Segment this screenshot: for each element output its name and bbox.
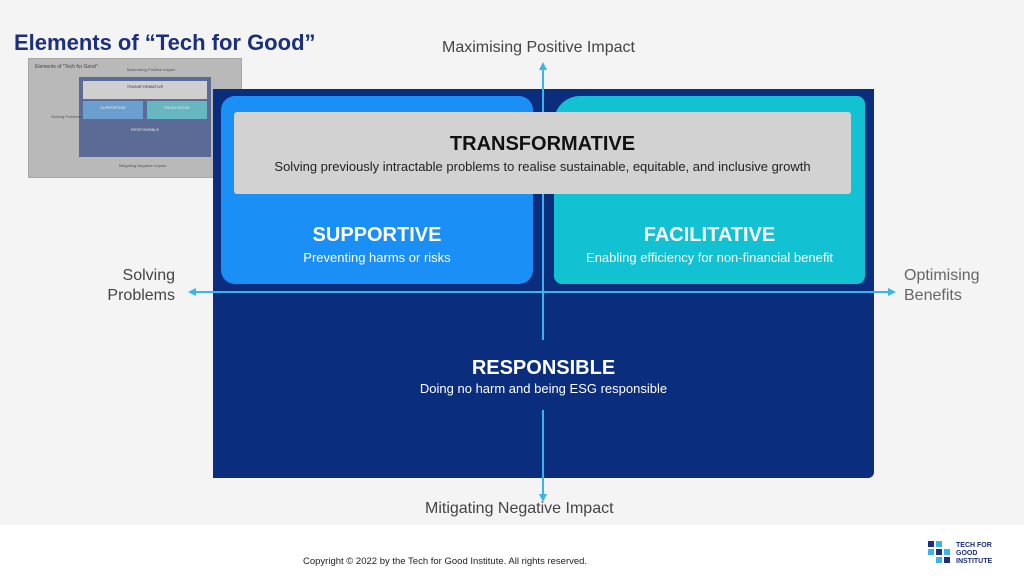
logo-mark-icon (928, 541, 950, 563)
supportive-description: Preventing harms or risks (303, 250, 451, 265)
tech-for-good-logo: TECH FOR GOOD INSTITUTE (926, 539, 1006, 569)
thumbnail-supportive-panel: SUPPORTIVE (83, 101, 143, 119)
copyright-text: Copyright © 2022 by the Tech for Good In… (303, 556, 588, 567)
axis-label-right-line1: Optimising (904, 267, 980, 284)
logo-line3: INSTITUTE (956, 558, 993, 565)
thumbnail-supportive-label: SUPPORTIVE (100, 105, 126, 110)
transformative-panel: TRANSFORMATIVE Solving previously intrac… (234, 112, 851, 194)
thumbnail-transformative-label: TRANSFORMATIVE (126, 84, 164, 89)
transformative-description: Solving previously intractable problems … (274, 159, 811, 174)
facilitative-heading: FACILITATIVE (643, 224, 776, 246)
thumbnail-responsible-label: RESPONSIBLE (130, 127, 160, 132)
supportive-heading: SUPPORTIVE (312, 224, 442, 246)
logo-line1: TECH FOR (956, 542, 992, 549)
transformative-heading: TRANSFORMATIVE (449, 133, 636, 155)
thumbnail-facilitative-panel: FACILITATIVE (147, 101, 207, 119)
logo-wordmark: TECH FOR GOOD INSTITUTE (956, 542, 992, 566)
thumbnail-bottom-label: Mitigating Negative Impact (119, 163, 167, 168)
thumbnail-facilitative-label: FACILITATIVE (164, 105, 190, 110)
axis-label-right-line2: Benefits (904, 287, 962, 304)
thumbnail-title: Elements of “Tech for Good” (35, 64, 98, 70)
thumbnail-transformative-panel: TRANSFORMATIVE (83, 81, 207, 99)
facilitative-description: Enabling efficiency for non-financial be… (586, 250, 833, 265)
thumbnail-top-label: Maximising Positive Impact (127, 67, 176, 72)
slide-thumbnail[interactable]: Elements of “Tech for Good” Maximising P… (28, 58, 242, 178)
axis-label-left-line2: Problems (107, 287, 175, 304)
axis-label-bottom: Mitigating Negative Impact (425, 500, 614, 517)
responsible-description: Doing no harm and being ESG responsible (419, 381, 668, 396)
thumbnail-left-label: Solving Problems (51, 114, 83, 119)
axis-label-right: Optimising Benefits (904, 266, 1004, 306)
axis-label-left: Solving Problems (99, 266, 175, 306)
axis-label-top: Maximising Positive Impact (442, 39, 635, 56)
page-title: Elements of “Tech for Good” (14, 30, 316, 55)
responsible-heading: RESPONSIBLE (471, 357, 616, 379)
logo-line2: GOOD (956, 550, 978, 557)
axis-label-left-line1: Solving (122, 267, 175, 284)
